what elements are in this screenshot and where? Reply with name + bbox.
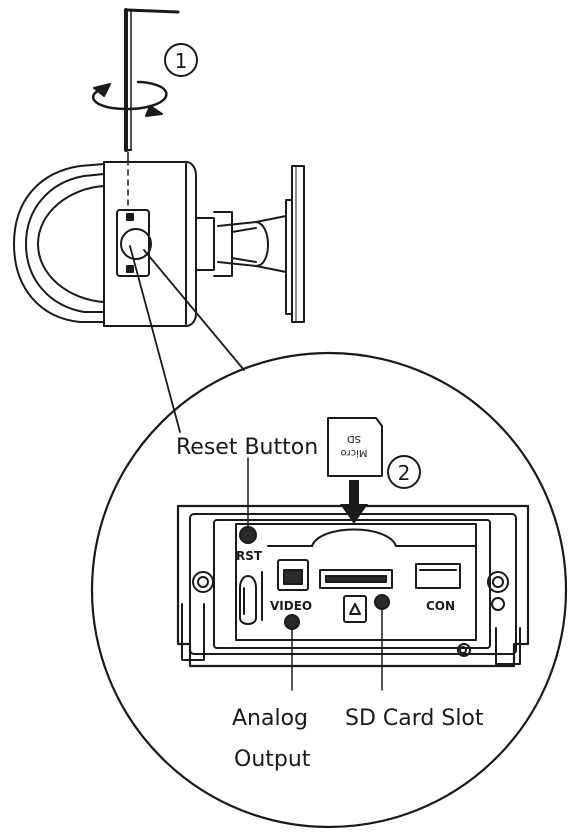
step-1-marker: 1 bbox=[164, 43, 198, 77]
sd-card-slot-callout: SD Card Slot bbox=[345, 706, 484, 731]
control-panel bbox=[176, 504, 530, 668]
analog-output-jack bbox=[284, 614, 300, 630]
sd-card-text-line2: SD bbox=[347, 433, 361, 444]
camera-body bbox=[13, 159, 197, 327]
wall-mount-bracket bbox=[195, 165, 305, 323]
sd-card-slot bbox=[319, 569, 393, 589]
insert-arrow-icon bbox=[340, 480, 368, 524]
magnifier-lines bbox=[129, 245, 245, 433]
zoom-circle bbox=[90, 351, 568, 829]
step-2-marker: 2 bbox=[387, 455, 421, 489]
sd-slot-marker bbox=[374, 594, 390, 610]
analog-output-callout-line2: Output bbox=[234, 747, 311, 772]
analog-output-callout-line1: Analog bbox=[232, 706, 308, 731]
reset-button bbox=[239, 526, 257, 544]
rotation-arrow-icon bbox=[92, 80, 168, 117]
video-connector bbox=[277, 559, 309, 591]
video-label: VIDEO bbox=[270, 599, 312, 613]
sd-card-text-line1: Micro bbox=[341, 447, 368, 458]
hex-key-tool bbox=[124, 8, 180, 161]
con-connector bbox=[415, 563, 461, 589]
rst-label: RST bbox=[236, 549, 263, 563]
step-2-label: 2 bbox=[398, 461, 411, 485]
reset-button-callout: Reset Button bbox=[176, 435, 318, 460]
step-1-label: 1 bbox=[175, 49, 188, 73]
micro-sd-card: Micro SD bbox=[327, 417, 383, 477]
con-label: CON bbox=[426, 599, 455, 613]
callout-leaders bbox=[247, 457, 383, 691]
